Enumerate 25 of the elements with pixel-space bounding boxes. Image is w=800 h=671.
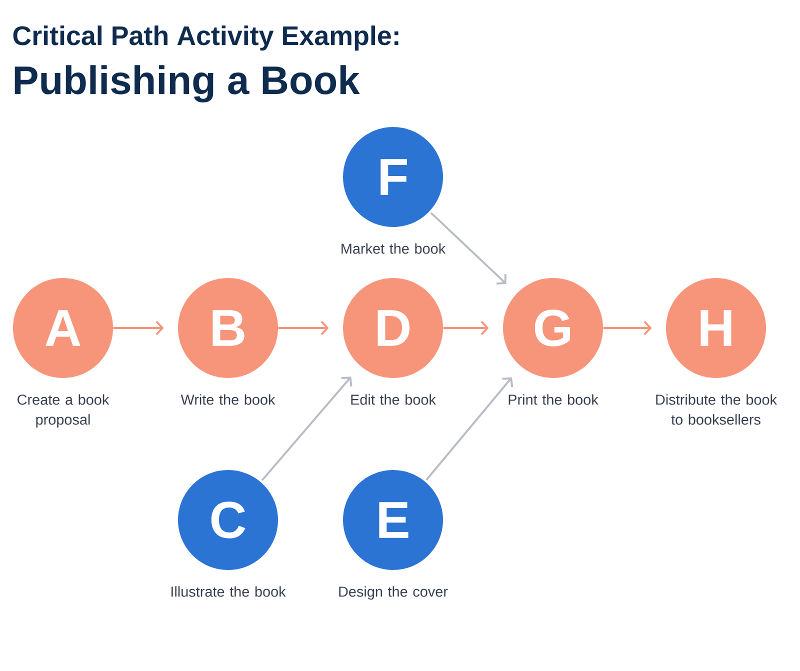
arrow [426,377,514,481]
circle-node: C [178,470,278,570]
node-caption: Write the book [180,394,276,405]
node-caption: Distribute the book to booksellers [656,394,778,425]
node-caption: Market the book [342,243,446,254]
circle-node: E [343,470,443,570]
title: Critical Path Activity Example: [13,26,398,51]
circle-node: F [343,127,443,227]
arrow [278,320,329,336]
circle-node: G [503,278,603,378]
node-caption: Edit the book [351,394,436,405]
node-caption: Illustrate the book [172,586,286,597]
node-caption: Print the book [508,394,598,405]
node-caption: Design the cover [339,586,448,600]
circle-node: D [343,278,443,378]
arrow [430,212,506,285]
circle-node: H [666,278,766,378]
circle-node: B [178,278,278,378]
subtitle: Publishing a Book [14,65,360,102]
arrow [603,320,652,336]
arrow [113,320,164,336]
arrow [261,376,352,482]
circle-node: A [13,278,113,378]
arrow [443,320,489,336]
node-caption: Create a book proposal [18,394,110,428]
